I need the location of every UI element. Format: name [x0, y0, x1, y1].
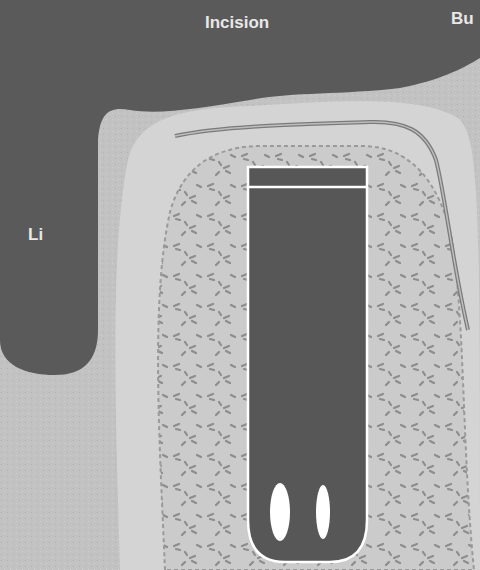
implant-body	[248, 167, 367, 562]
cover-screw-line	[248, 186, 367, 189]
region-label: Li	[28, 226, 43, 245]
vent-hole	[316, 485, 330, 539]
region-label: Bu	[451, 10, 474, 29]
gingiva	[115, 101, 480, 570]
region-label: Incision	[205, 14, 269, 33]
alveolar-bone	[158, 146, 474, 570]
oral-cavity	[0, 0, 480, 375]
vent-hole	[270, 483, 290, 541]
